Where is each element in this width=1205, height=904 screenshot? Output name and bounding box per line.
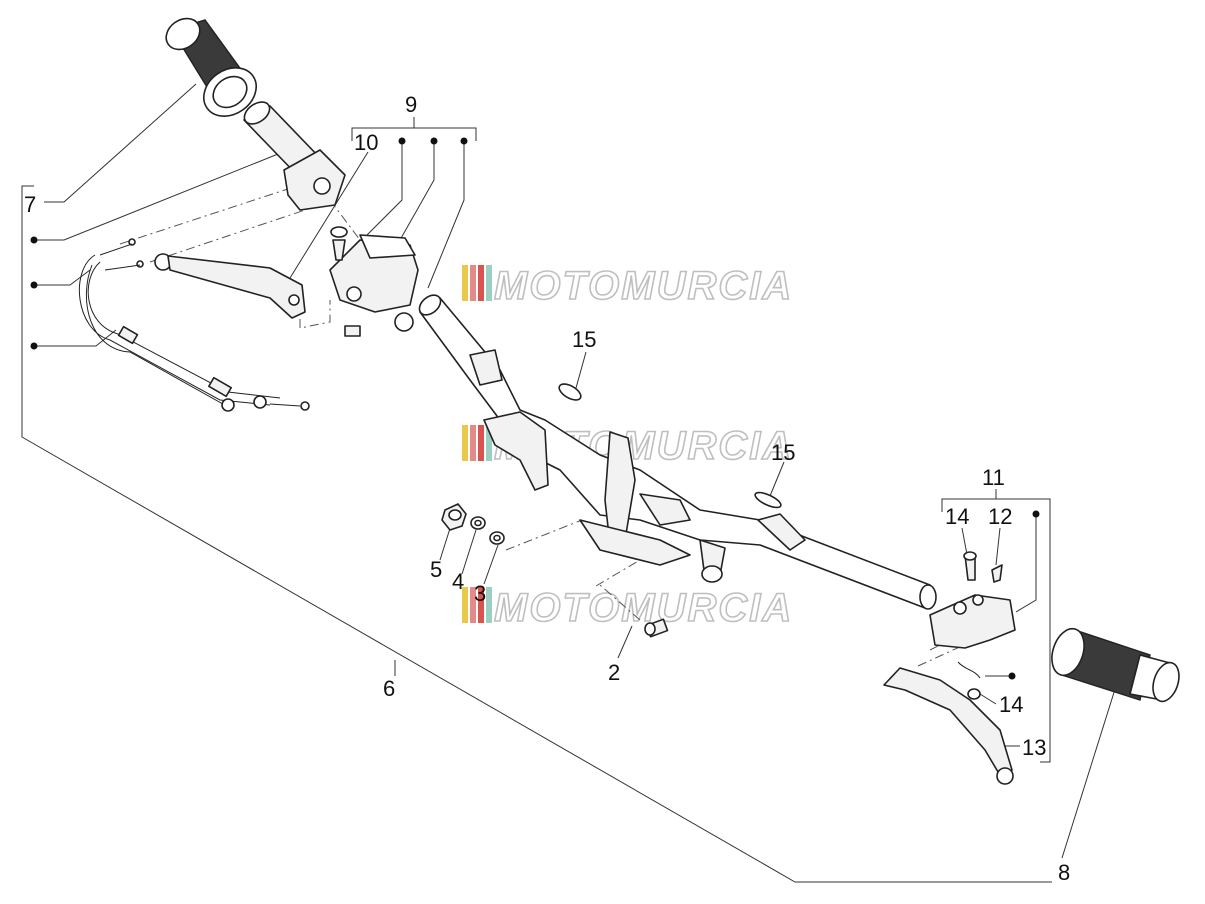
callout-4: 4 [452, 569, 464, 594]
throttle-cables [78, 238, 310, 412]
callout-14a: 14 [945, 504, 969, 529]
callout-5: 5 [430, 557, 442, 582]
callout-11: 11 [982, 465, 1005, 490]
callout-12: 12 [988, 504, 1012, 529]
left-brake-lever [154, 253, 306, 319]
right-lever-bracket [929, 551, 1016, 649]
left-grip [165, 17, 257, 117]
washer-3 [489, 531, 505, 545]
watermark-top: MOTOMURCIA [462, 263, 793, 309]
master-cylinder [329, 226, 419, 337]
callout-6: 6 [383, 676, 395, 701]
clip-15b [754, 491, 782, 509]
watermark-bottom: MOTOMURCIA [462, 585, 793, 631]
clip-15a [558, 383, 582, 401]
right-grip [1051, 627, 1180, 703]
watermark-text: MOTOMURCIA [494, 586, 793, 630]
callout-15b: 15 [771, 440, 795, 465]
throttle-tube [243, 101, 346, 211]
washer-4 [470, 516, 486, 530]
right-lever [883, 661, 1014, 785]
callout-3: 3 [474, 581, 486, 606]
callout-10: 10 [354, 130, 378, 155]
callout-8: 8 [1058, 860, 1070, 885]
watermark-text: MOTOMURCIA [494, 264, 793, 308]
callout-13: 13 [1022, 735, 1046, 760]
bracket-11 [941, 498, 1051, 763]
callout-14b: 14 [999, 692, 1023, 717]
callout-15a: 15 [572, 327, 596, 352]
bracket-6 [21, 185, 1052, 883]
bolt-2 [644, 618, 669, 638]
callout-9: 9 [405, 92, 417, 117]
callout-7: 7 [24, 192, 36, 217]
nut-5 [441, 503, 467, 531]
handlebar [418, 294, 937, 610]
callout-2: 2 [608, 660, 620, 685]
